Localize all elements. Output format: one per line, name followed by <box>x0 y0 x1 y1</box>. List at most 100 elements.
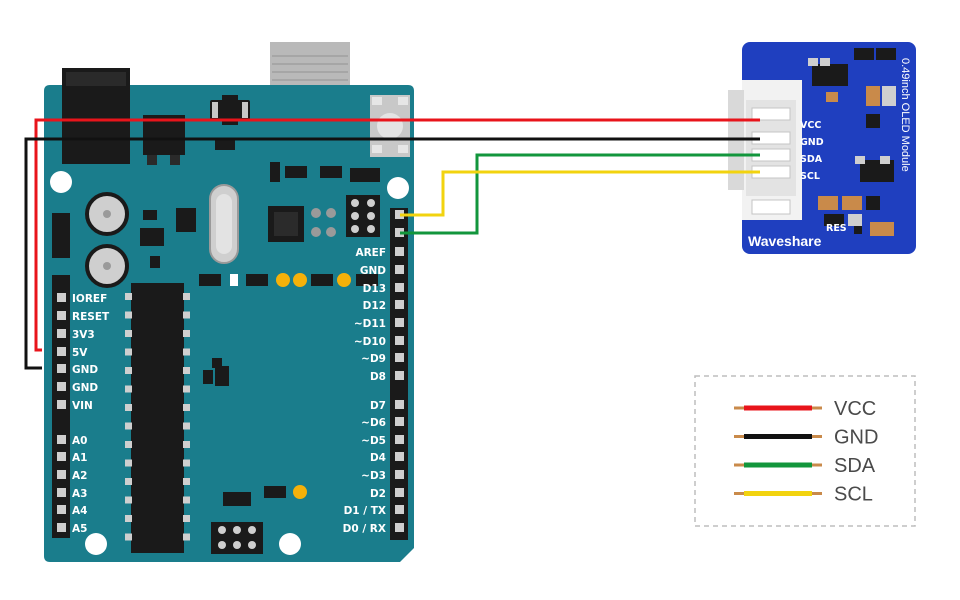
module-pin-label: VCC <box>800 120 821 131</box>
legend-label: SCL <box>834 484 873 506</box>
wires <box>24 118 760 370</box>
pin-label-right: D8 <box>370 371 386 383</box>
pin-label-left: A5 <box>72 523 87 535</box>
pin-label-right: D2 <box>370 488 386 500</box>
chip-pin <box>125 311 132 319</box>
header-pin <box>57 293 66 302</box>
chip-pin <box>183 478 190 485</box>
pin-label-right: D13 <box>363 283 386 295</box>
header-pin <box>395 371 404 380</box>
header-pin <box>57 329 66 338</box>
chip-pin <box>183 515 190 522</box>
header-pin <box>395 283 404 292</box>
chip-pin <box>125 367 132 374</box>
pin-label-right: GND <box>360 265 386 277</box>
header-pin <box>395 210 404 219</box>
mount-hole <box>50 171 72 193</box>
header-pin <box>395 452 404 461</box>
pin-label-left: 5V <box>72 347 88 359</box>
header-pin <box>395 228 404 237</box>
legend: VCC GND SDA SCL <box>694 375 916 527</box>
led <box>293 485 307 499</box>
header-pin <box>395 400 404 409</box>
pin-label-right: ~D6 <box>361 417 386 429</box>
wire-scl <box>400 170 760 217</box>
legend-box <box>694 375 916 527</box>
pin-label-left: A3 <box>72 488 87 500</box>
header-pin <box>395 336 404 345</box>
chip-pin <box>125 533 132 541</box>
header-pin <box>57 470 66 479</box>
module-pin-label: GND <box>800 137 824 148</box>
header-pin <box>395 505 404 514</box>
chip-pin <box>125 496 132 504</box>
module-pin-label: SDA <box>800 154 823 165</box>
header-pin <box>57 523 66 532</box>
icsp-header-bottom <box>211 522 263 554</box>
module-brand: Waveshare <box>748 233 822 249</box>
pin-label-right: ~D11 <box>354 318 386 330</box>
wire-sda <box>400 153 760 235</box>
pin-label-right: D0 / RX <box>343 523 386 535</box>
chip-pin <box>183 459 190 467</box>
header-pin <box>57 347 66 356</box>
chip-pin <box>183 441 190 448</box>
chip-pin <box>125 441 132 448</box>
legend-label: GND <box>834 427 878 449</box>
header-pin <box>395 470 404 479</box>
pin-label-left: GND <box>72 364 98 376</box>
wire-vcc <box>34 118 760 352</box>
wire-gnd <box>24 137 760 370</box>
atmega-chip <box>125 283 190 553</box>
header-pin <box>57 382 66 391</box>
pin-label-left: A4 <box>72 505 87 517</box>
header-pin <box>395 265 404 274</box>
header-pin <box>395 417 404 426</box>
module-title: 0.49inch OLED Module <box>899 58 911 172</box>
led <box>337 273 351 287</box>
icsp-header-top <box>346 195 380 237</box>
pin-label-right: ~D9 <box>361 353 386 365</box>
reset-button <box>370 95 410 157</box>
chip-pin <box>125 404 132 411</box>
chip-pin <box>125 293 132 300</box>
mount-hole <box>387 177 409 199</box>
pin-label-right: AREF <box>355 247 386 259</box>
chip-pin <box>125 478 132 485</box>
chip-pin <box>183 311 190 319</box>
pin-label-left: RESET <box>72 311 110 323</box>
chip-pin <box>125 515 132 522</box>
pin-label-left: A1 <box>72 452 87 464</box>
module-pin-label: SCL <box>800 171 820 182</box>
pin-label-left: 3V3 <box>72 329 95 341</box>
chip-pin <box>183 330 190 337</box>
pin-label-right: D1 / TX <box>344 505 386 517</box>
pin-label-right: ~D3 <box>361 470 386 482</box>
header-pin <box>57 435 66 444</box>
pin-label-left: IOREF <box>72 293 107 305</box>
header-pin <box>57 400 66 409</box>
chip-pin <box>183 293 190 300</box>
header-pin <box>395 353 404 362</box>
pin-label-right: ~D10 <box>354 336 386 348</box>
header-pin <box>395 247 404 256</box>
header-pin <box>395 523 404 532</box>
header-pin <box>57 505 66 514</box>
header-pin <box>57 452 66 461</box>
res-label: RES <box>826 223 847 234</box>
mount-hole <box>279 533 301 555</box>
pin-label-left: VIN <box>72 400 93 412</box>
header-pin <box>395 300 404 309</box>
pin-label-right: ~D5 <box>361 435 386 447</box>
pin-label-right: D7 <box>370 400 386 412</box>
chip-pin <box>125 459 132 467</box>
oled-module: VCC GND SDA SCL RES Waveshare 0.49inch OLED… <box>728 42 916 254</box>
chip-pin <box>183 496 190 504</box>
chip-pin <box>183 422 190 430</box>
chip-pin <box>125 385 132 393</box>
pin-label-left: A0 <box>72 435 87 447</box>
legend-label: VCC <box>834 398 876 420</box>
legend-label: SDA <box>834 455 876 477</box>
